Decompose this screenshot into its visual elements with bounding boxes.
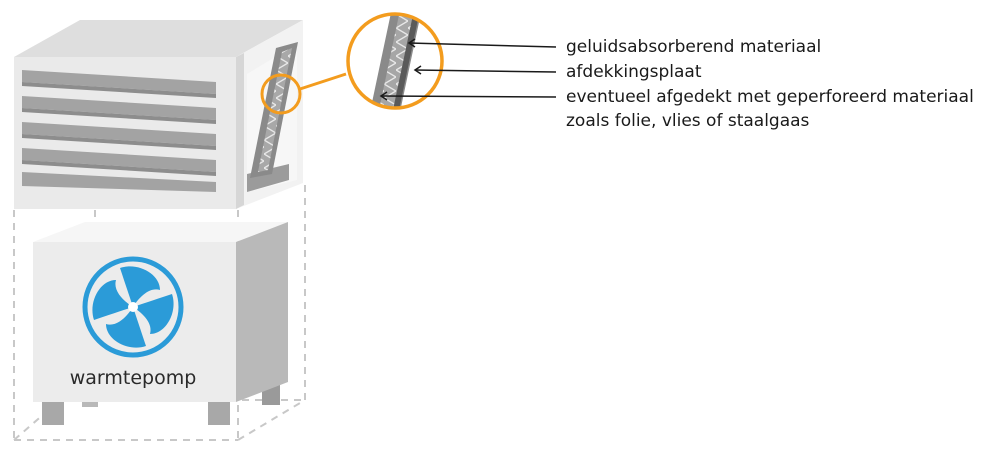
callout-connector — [299, 72, 347, 91]
unit-foot-front-left — [42, 398, 64, 425]
sound-enclosure — [14, 20, 303, 209]
zoom-detail — [348, 14, 442, 108]
leader-cover-plate — [414, 69, 557, 73]
enclosure-side-shade — [236, 53, 244, 209]
unit-foot-front-right — [208, 398, 230, 425]
fan-icon — [82, 256, 184, 358]
unit-top — [33, 222, 288, 242]
unit-side — [236, 222, 288, 402]
louvre-3 — [22, 122, 216, 150]
louvre-4 — [22, 148, 216, 176]
callout-small-circle — [260, 73, 302, 115]
detail-callout — [260, 12, 444, 115]
label-perforated-line1: eventueel afgedekt met geperforeerd mate… — [566, 87, 974, 107]
leader-perforated — [380, 95, 557, 98]
unit-label: warmtepomp — [70, 367, 197, 389]
label-cover-plate: afdekkingsplaat — [566, 62, 702, 82]
callout-zoom-circle — [346, 12, 444, 110]
label-perforated-line2: zoals folie, vlies of staalgaas — [566, 111, 810, 131]
labels: geluidsabsorberend materiaal afdekkingsp… — [566, 37, 974, 131]
louvre-1 — [22, 70, 216, 98]
enclosure-top — [14, 20, 303, 57]
louvres — [22, 70, 216, 192]
label-absorbing: geluidsabsorberend materiaal — [566, 37, 821, 57]
louvre-5 — [22, 172, 216, 192]
leader-absorbing — [408, 42, 557, 48]
heat-pump-unit: warmtepomp — [33, 222, 288, 425]
leader-lines — [379, 38, 557, 101]
louvre-2 — [22, 96, 216, 124]
